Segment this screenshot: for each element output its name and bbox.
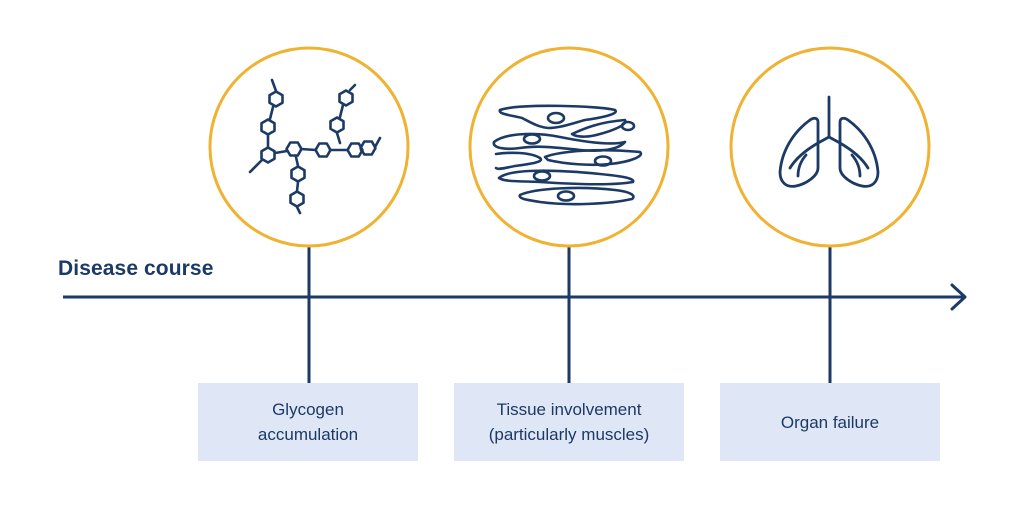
- stage-label-1: Glycogen accumulation: [257, 400, 359, 444]
- glycogen-bond: [270, 78, 278, 93]
- glycogen-bond: [295, 180, 300, 193]
- stage-label-box-1: Glycogen accumulation: [198, 383, 418, 461]
- stage-label-2: Tissue involvement (particularly muscles…: [488, 400, 650, 444]
- glycogen-bond: [335, 131, 342, 145]
- diagram-title: Disease course: [58, 257, 214, 280]
- lungs-icon: [778, 95, 880, 188]
- glycogen-bond: [373, 136, 382, 149]
- glycogen-ring: [359, 140, 377, 156]
- glycogen-bond: [248, 158, 264, 174]
- glycogen-ring: [329, 116, 345, 134]
- stage-label-box-2: Tissue involvement (particularly muscles…: [454, 383, 684, 461]
- glycogen-ring: [338, 89, 354, 107]
- glycogen-bond: [299, 147, 318, 152]
- glycogen-bond: [338, 103, 345, 119]
- glycogen-ring: [260, 118, 276, 136]
- stage-label-box-3: Organ failure: [720, 383, 940, 461]
- glycogen-bond: [294, 155, 300, 168]
- glycogen-ring: [285, 141, 303, 157]
- stage-circle-3: [729, 46, 931, 248]
- glycogen-bond: [268, 105, 275, 121]
- stage-label-3: Organ failure: [780, 412, 880, 432]
- glycogen-bond: [273, 149, 289, 155]
- glycogen-bond: [295, 205, 302, 215]
- muscle-tissue-icon: [492, 104, 643, 206]
- glycogen-molecule-icon: [248, 78, 382, 215]
- timeline-arrowhead-icon: [950, 283, 967, 311]
- stage-circle-1: [208, 46, 410, 248]
- glycogen-bond: [348, 83, 357, 92]
